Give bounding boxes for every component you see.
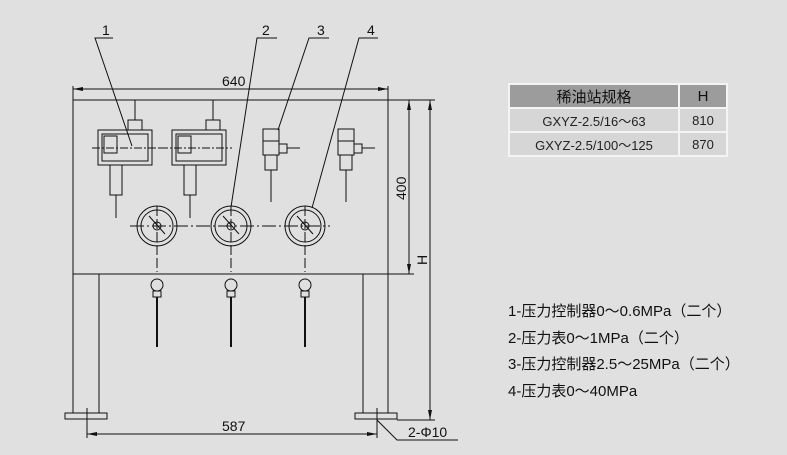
pressure-controller-3a: [262, 128, 300, 202]
legend-item-3: 3-压力控制器2.5～25MPa（二个）: [508, 356, 740, 373]
cell-model: GXYZ-2.5/16～63: [508, 107, 680, 133]
cell-model: GXYZ-2.5/100～125: [508, 131, 680, 157]
callout-leaders: [94, 37, 378, 209]
cell-h: 810: [678, 107, 728, 133]
gauge-valves: [150, 206, 312, 347]
dimension-587-label: 587: [222, 418, 246, 434]
legend-item-2: 2-压力表0～1MPa（二个）: [508, 329, 689, 347]
dimension-640: [72, 86, 389, 100]
hole-label: 2-Φ10: [408, 424, 447, 440]
legend-item-1: 1-压力控制器0～0.6MPa（二个）: [508, 303, 732, 320]
legend-item-4: 4-压力表0～40MPa: [508, 382, 638, 400]
callout-4: 4: [367, 22, 375, 38]
pressure-controller-1b: [160, 100, 232, 218]
dimension-640-label: 640: [222, 73, 246, 89]
cell-h: 870: [678, 131, 728, 157]
table-row: GXYZ-2.5/16～63 810: [508, 107, 728, 133]
header-h: H: [678, 83, 728, 109]
dimension-400: [388, 99, 435, 421]
dimension-400-label: 400: [393, 176, 409, 200]
dimension-h-label: H: [414, 255, 430, 265]
left-leg: [64, 274, 108, 438]
spec-table-header: 稀油站规格 H: [508, 83, 728, 109]
header-model: 稀油站规格: [508, 83, 680, 109]
panel-frame: [72, 99, 389, 275]
table-row: GXYZ-2.5/100～125 870: [508, 131, 728, 157]
pressure-controller-3b: [337, 128, 375, 202]
callout-1: 1: [102, 22, 110, 38]
callout-2: 2: [262, 22, 270, 38]
spec-table: 稀油站规格 H GXYZ-2.5/16～63 810 GXYZ-2.5/100～…: [508, 83, 728, 157]
right-leg: [354, 274, 398, 438]
callout-3: 3: [317, 22, 325, 38]
pressure-controller-1a: [92, 100, 160, 218]
parts-legend: 1-压力控制器0～0.6MPa（二个） 2-压力表0～1MPa（二个） 3-压力…: [508, 299, 740, 405]
hole-leader: [376, 419, 458, 441]
